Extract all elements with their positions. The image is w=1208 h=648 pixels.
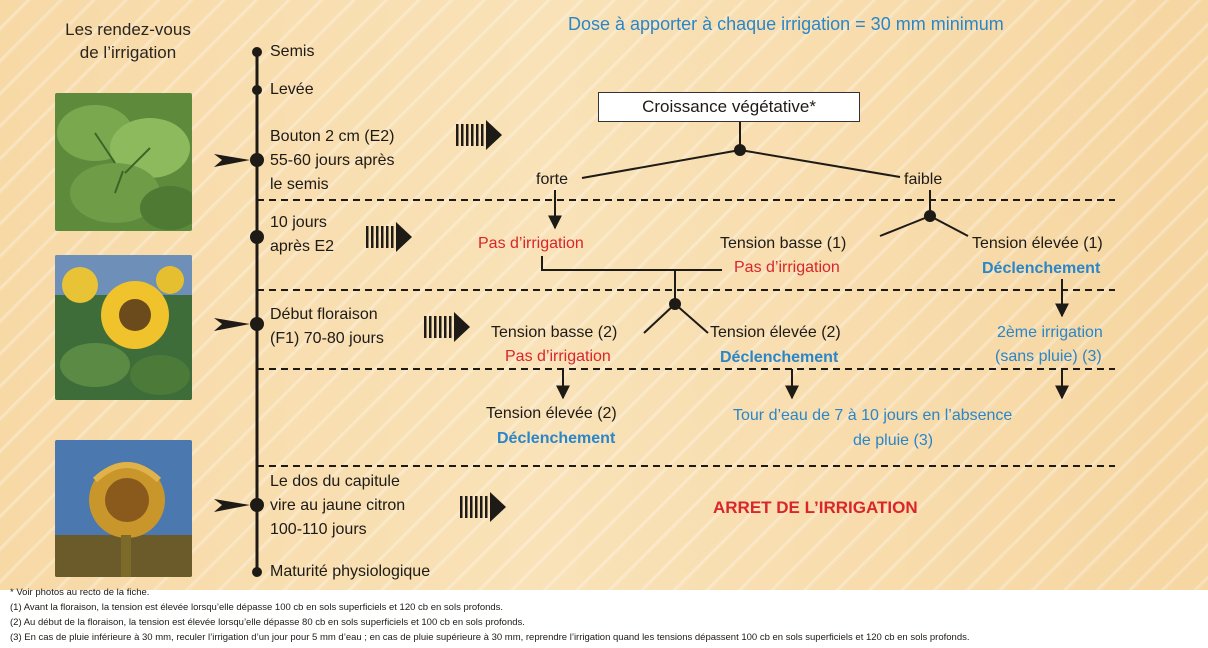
footnote-star: * Voir photos au recto de la fiche. (10, 587, 150, 598)
tree-deuxieme-irrigation-line-1: 2ème irrigation (997, 324, 1103, 341)
striped-arrow-icon (456, 120, 502, 150)
stage-semis: Semis (270, 43, 315, 60)
footnote-2: (2) Au début de la floraison, la tension… (10, 617, 525, 628)
timeline-dot-icon (252, 567, 262, 577)
stage-bouton-line-3: le semis (270, 176, 329, 193)
tree-tour-eau-line-1: Tour d’eau de 7 à 10 jours en l’absence (733, 407, 1013, 424)
tree-tension-basse-1: Tension basse (1) (720, 235, 847, 252)
photo-mature-sunflower (55, 440, 192, 577)
photo-young-plant (55, 93, 192, 231)
tree-pas-irrigation-1: Pas d’irrigation (478, 235, 584, 252)
stage-dos-line-1: Le dos du capitule (270, 473, 400, 490)
tree-tension-elevee-2: Tension élevée (2) (710, 324, 841, 341)
diagram-title: Les rendez-vous de l’irrigation (28, 18, 228, 64)
timeline-dot-icon (250, 230, 264, 244)
tree-nodes (669, 144, 936, 310)
pointer-arrow-icon (214, 499, 250, 512)
tree-faible: faible (904, 171, 943, 188)
stage-dix-jours-line-2: après E2 (270, 238, 335, 255)
dose-header: Dose à apporter à chaque irrigation = 30… (568, 14, 1004, 34)
timeline-dot-icon (250, 153, 264, 167)
striped-arrow-icon (424, 312, 470, 342)
striped-arrows (366, 120, 506, 522)
tree-declenchement-1: Déclenchement (982, 260, 1101, 277)
timeline-dot-icon (250, 317, 264, 331)
tree-tension-elevee-1: Tension élevée (1) (972, 235, 1103, 252)
footnote-1: (1) Avant la floraison, la tension est é… (10, 602, 504, 613)
stage-dos-line-3: 100-110 jours (270, 521, 367, 538)
dashed-separators (257, 199, 1115, 467)
timeline-dots (250, 47, 264, 577)
striped-arrow-icon (366, 222, 412, 252)
stage-bouton-line-2: 55-60 jours après (270, 152, 395, 169)
decision-tree (541, 122, 1069, 400)
stage-bouton-line-1: Bouton 2 cm (E2) (270, 128, 395, 145)
photo-flowering-sunflower (55, 255, 192, 400)
tree-tension-basse-2: Tension basse (2) (491, 324, 618, 341)
tree-pas-irrigation-3: Pas d’irrigation (505, 348, 611, 365)
striped-arrow-icon (460, 492, 506, 522)
timeline-dot-icon (252, 47, 262, 57)
tree-declenchement-3: Déclenchement (497, 430, 616, 447)
tree-deuxieme-irrigation-line-2: (sans pluie) (3) (995, 348, 1102, 365)
timeline-dot-icon (250, 498, 264, 512)
croissance-box: Croissance végétative* (598, 92, 860, 122)
stage-floraison-line-1: Début floraison (270, 306, 378, 323)
stage-dos-line-2: vire au jaune citron (270, 497, 406, 514)
stage-levee: Levée (270, 81, 314, 98)
tree-forte: forte (536, 171, 569, 188)
tree-pas-irrigation-2: Pas d’irrigation (734, 259, 840, 276)
pointer-arrow-icon (214, 318, 250, 331)
tree-tension-elevee-2b: Tension élevée (2) (486, 405, 617, 422)
stage-maturite: Maturité physiologique (270, 563, 431, 580)
stage-dix-jours-line-1: 10 jours (270, 214, 327, 231)
tree-tour-eau-line-2: de pluie (3) (853, 432, 934, 449)
tree-declenchement-2: Déclenchement (720, 349, 839, 366)
timeline-dot-icon (252, 85, 262, 95)
footnote-3: (3) En cas de pluie inférieure à 30 mm, … (10, 632, 970, 643)
tree-arret-irrigation: ARRET DE L’IRRIGATION (713, 498, 918, 517)
pointer-arrows (214, 154, 250, 512)
title-line-2: de l’irrigation (79, 43, 177, 62)
pointer-arrow-icon (214, 154, 250, 167)
stage-floraison-line-2: (F1) 70-80 jours (270, 330, 384, 347)
title-line-1: Les rendez-vous (65, 20, 191, 39)
